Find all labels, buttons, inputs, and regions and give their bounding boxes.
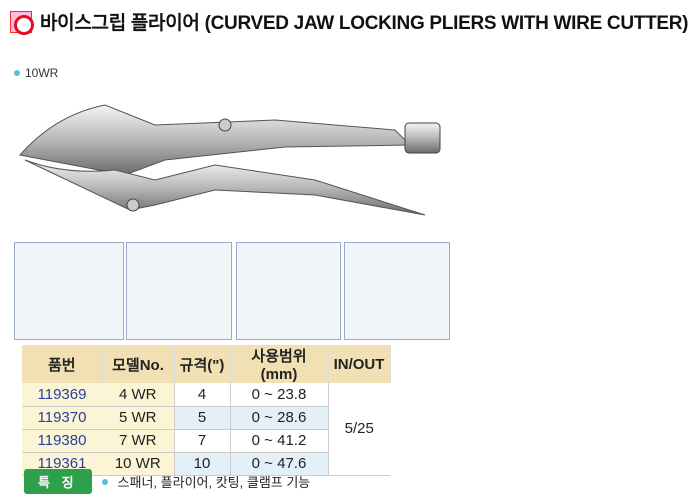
spec-table: 품번 모델No. 규격(") 사용범위(mm) IN/OUT 119369 4 … [22, 345, 391, 476]
range: 0 ~ 41.2 [230, 429, 329, 453]
size: 5 [174, 406, 231, 430]
table-row: 119369 4 WR 4 0 ~ 23.8 5/25 [22, 383, 390, 476]
part-no: 119380 [22, 429, 102, 453]
size: 4 [174, 383, 231, 407]
model: 7 WR [102, 429, 175, 453]
header-in-out: IN/OUT [328, 345, 391, 383]
table-row: 119361 10 WR 10 0 ~ 47.6 [22, 452, 390, 476]
in-out: 5/25 [328, 383, 390, 476]
range: 0 ~ 28.6 [230, 406, 329, 430]
bullet-icon [14, 70, 20, 76]
usage-illustration-bolt [236, 242, 341, 340]
pliers-image [19, 104, 441, 216]
model-label: 10WR [14, 66, 58, 80]
brand-logo-icon [10, 10, 34, 35]
title-text: 바이스그립 플라이어 (CURVED JAW LOCKING PLIERS WI… [40, 13, 689, 34]
usage-illustration-pipe [14, 242, 124, 340]
bullet-icon [101, 478, 108, 485]
features-text: 스패너, 플라이어, 캇팅, 클램프 기능 [117, 475, 311, 490]
header-model: 모델No. [102, 345, 175, 383]
table-row: 119370 5 WR 5 0 ~ 28.6 [22, 406, 390, 430]
size: 7 [174, 429, 231, 453]
model: 5 WR [102, 406, 175, 430]
header-size: 규격(") [174, 345, 231, 383]
usage-illustration-clamp [126, 242, 232, 340]
model: 10 WR [102, 452, 175, 476]
page-title: 바이스그립 플라이어 (CURVED JAW LOCKING PLIERS WI… [10, 8, 689, 35]
usage-illustration-wire-cut [344, 242, 450, 340]
range: 0 ~ 23.8 [230, 383, 329, 407]
header-range: 사용범위(mm) [230, 345, 329, 383]
part-no: 119370 [22, 406, 102, 430]
header-part-no: 품번 [22, 345, 103, 383]
model: 4 WR [102, 383, 175, 407]
part-no: 119369 [22, 383, 102, 407]
features: 특 징 스패너, 플라이어, 캇팅, 클램프 기능 [24, 469, 310, 494]
features-badge: 특 징 [24, 469, 92, 494]
range: 0 ~ 47.6 [230, 452, 329, 476]
size: 10 [174, 452, 231, 476]
table-row: 119380 7 WR 7 0 ~ 41.2 [22, 429, 390, 453]
